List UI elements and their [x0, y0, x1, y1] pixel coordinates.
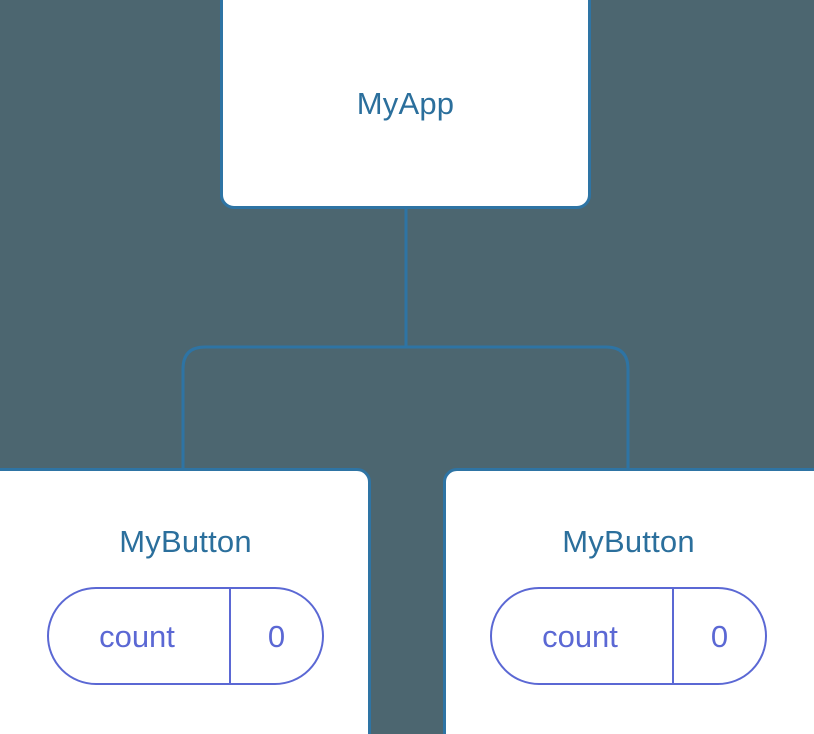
node-myapp[interactable]: MyApp	[220, 0, 591, 209]
edge-to-child-1	[406, 345, 630, 470]
state-pill-0: count 0	[47, 587, 324, 685]
node-mybutton-0[interactable]: MyButton count 0	[0, 468, 371, 734]
node-mybutton-0-label: MyButton	[119, 524, 252, 559]
edge-to-child-0	[181, 345, 406, 470]
node-mybutton-1[interactable]: MyButton count 0	[443, 468, 814, 734]
node-myapp-label: MyApp	[356, 86, 455, 121]
node-mybutton-1-label: MyButton	[562, 524, 695, 559]
state-key-0: count	[99, 618, 175, 654]
state-key-1: count	[542, 618, 618, 654]
state-pill-1: count 0	[490, 587, 767, 685]
state-value-0: 0	[229, 589, 322, 683]
state-value-1: 0	[672, 589, 765, 683]
